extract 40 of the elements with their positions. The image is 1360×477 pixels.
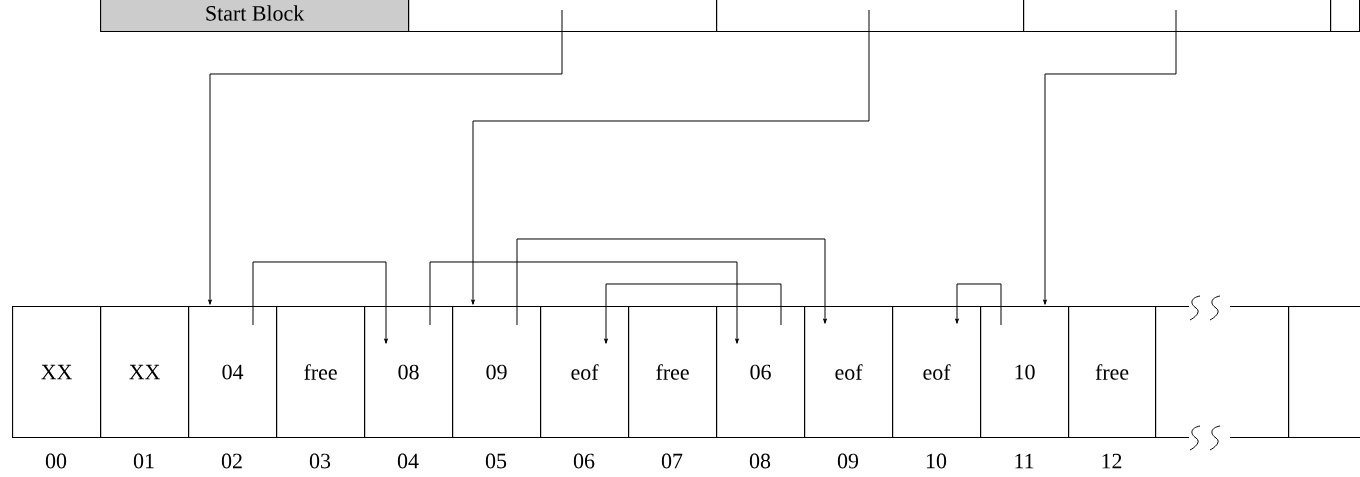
cell-index: 00 [45, 453, 67, 469]
table-cell: Start Block [100, 0, 410, 33]
arrow [471, 9, 870, 305]
cell-index: 12 [1102, 453, 1122, 469]
memory-cell: free [276, 306, 366, 439]
memory-cell: XX [100, 306, 190, 439]
cell-index: 11 [1015, 453, 1034, 469]
arrow [208, 9, 563, 305]
empty-cell [716, 0, 1025, 33]
arrow [429, 261, 739, 344]
arrow [252, 261, 388, 344]
cell-index: 08 [749, 453, 771, 469]
cell-index: 06 [573, 453, 595, 469]
arrow [604, 283, 782, 344]
cell-index: 07 [661, 453, 683, 469]
memory-cell: free [1068, 306, 1157, 439]
empty-cell [1155, 306, 1290, 439]
empty-cell [1330, 0, 1360, 33]
memory-cell: 08 [364, 306, 454, 439]
cell-index: 01 [133, 453, 154, 469]
cell-index: 05 [485, 453, 507, 469]
memory-cell: 04 [188, 306, 278, 439]
arrow [955, 283, 1002, 326]
cell-index: 03 [309, 453, 331, 469]
cell-index: 04 [397, 453, 419, 469]
arrow [516, 238, 827, 326]
empty-cell [1288, 306, 1360, 439]
cell-index: 02 [221, 453, 242, 469]
memory-cell: XX [12, 306, 102, 439]
memory-cell: free [628, 306, 718, 439]
cell-index: 09 [837, 453, 859, 469]
memory-cell: 09 [452, 306, 542, 439]
cell-index: 10 [926, 453, 947, 469]
memory-cell: 10 [980, 306, 1070, 439]
arrow [1043, 9, 1177, 305]
memory-cell: eof [892, 306, 982, 439]
memory-cell: eof [804, 306, 894, 439]
memory-cell: 06 [716, 306, 806, 439]
empty-cell [1023, 0, 1332, 33]
memory-cell: eof [540, 306, 630, 439]
